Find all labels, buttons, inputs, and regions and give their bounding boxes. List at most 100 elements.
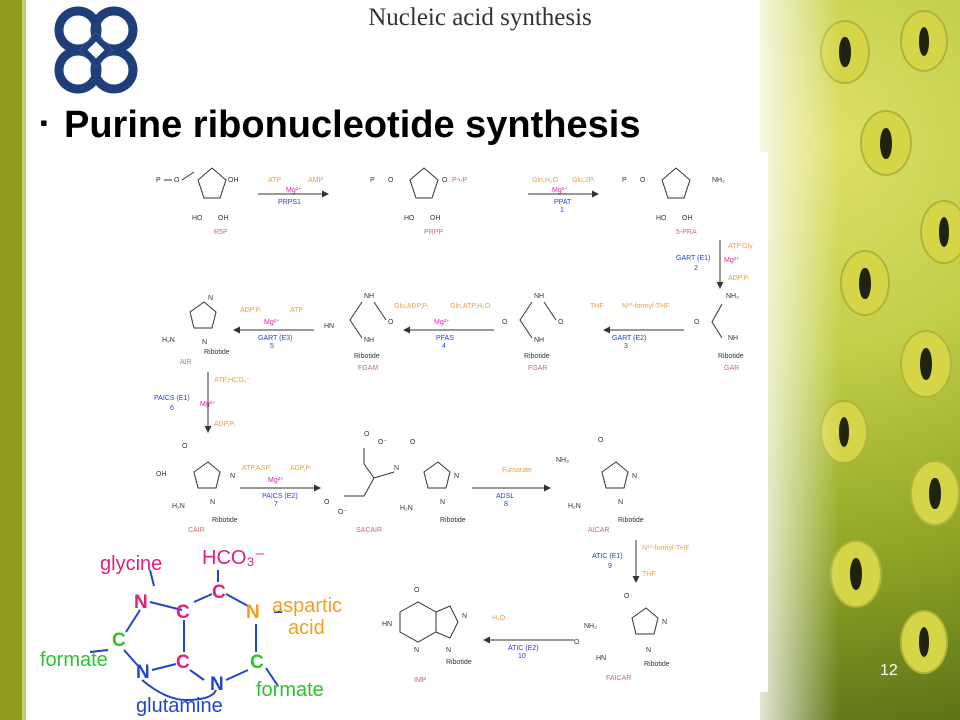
cofactor-label: ATP,HCO₃⁻ xyxy=(214,377,251,384)
slide-top-title: Nucleic acid synthesis xyxy=(368,4,592,31)
ho-label: HO xyxy=(192,215,203,222)
cofactor-label: Glu,ADP,Pᵢ xyxy=(394,303,428,310)
enzyme-label: PPAT xyxy=(554,199,572,206)
glutamine-label: glutamine xyxy=(136,695,223,717)
oh-label: OH xyxy=(228,177,239,184)
cair-structure: O OH N H₂N N Ribotide CAIR xyxy=(156,443,238,534)
purine-atom-origin-diagram: glycine HCO₃⁻ aspartic acid formate form… xyxy=(26,540,342,720)
oh-label: OH xyxy=(682,215,693,222)
h2n-label: H₂N xyxy=(162,337,175,344)
oxygen-label: O xyxy=(388,177,394,184)
aicar-structure: O NH₃ N H₂N N Ribotide AICAR xyxy=(556,437,644,534)
atom-c5: C xyxy=(176,602,190,623)
ribotide-label: Ribotide xyxy=(204,349,230,356)
compound-label: PRPP xyxy=(424,229,443,236)
left-accent-stripe xyxy=(22,0,26,720)
step-number: 3 xyxy=(624,343,628,350)
nitrogen-label: N xyxy=(618,499,623,506)
cofactor-label: ATP xyxy=(268,177,281,184)
ho-label: HO xyxy=(404,215,415,222)
left-accent-bar xyxy=(0,0,22,720)
compound-label: FGAR xyxy=(528,365,547,372)
o-minus-label: O⁻ xyxy=(378,439,387,446)
compound-label: GAR xyxy=(724,365,739,372)
step-number: 1 xyxy=(560,207,564,214)
mg-label: Mg²⁺ xyxy=(724,257,740,264)
nitrogen-label: N xyxy=(646,647,651,654)
compound-label: IMP xyxy=(414,677,427,684)
nh2-label: NH₂ xyxy=(726,293,739,300)
oxygen-label: O xyxy=(598,437,604,444)
ribotide-label: Ribotide xyxy=(440,517,466,524)
hn-label: HN xyxy=(324,323,334,330)
aspartic-label: aspartic xyxy=(272,595,342,617)
nh-label: NH xyxy=(534,337,544,344)
mg-label: Mg²⁺ xyxy=(286,187,302,194)
cofactor-label: THF xyxy=(642,571,656,578)
nitrogen-label: N xyxy=(454,473,459,480)
compound-label: R5P xyxy=(214,229,228,236)
cofactor-label: THF xyxy=(590,303,604,310)
oxygen-label: O xyxy=(694,319,700,326)
oxygen-label: O xyxy=(442,177,448,184)
ppat-reaction: Gln,H₂O Glu,2Pᵢ Mg²⁺ PPAT 1 xyxy=(528,177,599,214)
mg-label: Mg²⁺ xyxy=(552,187,568,194)
compound-label: SACAIR xyxy=(356,527,382,534)
stoma-decoration xyxy=(900,610,948,674)
paics-e1-reaction: ATP,HCO₃⁻ Mg²⁺ ADP,Pᵢ PAICS (E1) 6 xyxy=(154,372,251,433)
cofactor-label: N¹⁰-formyl-THF xyxy=(642,544,690,552)
cofactor-label: Glu,2Pᵢ xyxy=(572,177,595,184)
5-pra-structure: P O NH₂ HO OH 5-PRA xyxy=(622,167,725,236)
step-number: 4 xyxy=(442,343,446,350)
gar-structure: NH₂ O NH Ribotide GAR xyxy=(694,293,744,372)
compound-label: FGAM xyxy=(358,365,378,372)
formate-left-label: formate xyxy=(40,649,108,671)
step-number: 6 xyxy=(170,405,174,412)
nitrogen-label: N xyxy=(446,647,451,654)
nh2-label: NH₂ xyxy=(584,623,597,630)
mg-label: Mg²⁺ xyxy=(434,319,450,326)
step-number: 2 xyxy=(694,265,698,272)
atom-c2: C xyxy=(250,652,264,673)
fgam-structure: NH O HN NH Ribotide FGAM xyxy=(324,293,394,372)
cofactor-label: ATP,ASP xyxy=(242,465,270,472)
ribotide-label: Ribotide xyxy=(618,517,644,524)
cofactor-label: ADP,Pᵢ xyxy=(728,275,749,282)
step-number: 9 xyxy=(608,563,612,570)
enzyme-label: PRPS1 xyxy=(278,199,301,206)
o-minus-label: O⁻ xyxy=(338,509,347,516)
ribotide-label: Ribotide xyxy=(212,517,238,524)
atic-e2-reaction: H₂O ATIC (E2) 10 xyxy=(483,615,574,660)
step-number: 10 xyxy=(518,653,526,660)
cofactor-label: Gln,H₂O xyxy=(532,177,559,184)
enzyme-label: ADSL xyxy=(496,493,514,500)
oxygen-label: O xyxy=(414,587,420,594)
atic-e1-reaction: N¹⁰-formyl-THF THF ATIC (E1) 9 xyxy=(592,540,690,583)
nh3-label: NH₃ xyxy=(556,457,569,464)
compound-label: AICAR xyxy=(588,527,609,534)
enzyme-label: ATIC (E2) xyxy=(508,645,539,652)
nitrogen-label: N xyxy=(632,473,637,480)
step-number: 5 xyxy=(270,343,274,350)
cofactor-label: N¹⁰-formyl-THF xyxy=(622,302,670,310)
paics-e2-reaction: ATP,ASP ADP,Pᵢ Mg²⁺ PAICS (E2) 7 xyxy=(240,465,321,508)
phosphate-label: P xyxy=(156,177,161,184)
compound-label: 5-PRA xyxy=(676,229,697,236)
nitrogen-label: N xyxy=(440,499,445,506)
phosphate-label: P xyxy=(370,177,375,184)
air-structure: N H₂N N Ribotide AIR xyxy=(162,295,230,366)
enzyme-label: ATIC (E1) xyxy=(592,553,623,560)
nitrogen-label: N xyxy=(202,339,207,346)
formate-right-label: formate xyxy=(256,679,324,701)
nh-label: NH xyxy=(728,335,738,342)
oxygen-label: O xyxy=(558,319,564,326)
oxygen-label: O xyxy=(388,319,394,326)
gart-e2-reaction: N¹⁰-formyl-THF THF GART (E2) 3 xyxy=(590,302,684,350)
sacair-structure: O O⁻ O O⁻ N O N H₂N N Ribotide SACAIR xyxy=(324,431,466,534)
oxygen-label: O xyxy=(174,177,180,184)
nh2-label: NH₂ xyxy=(712,177,725,184)
oxygen-label: O xyxy=(410,439,416,446)
enzyme-label: GART (E2) xyxy=(612,335,646,342)
oxygen-label: O xyxy=(574,639,580,646)
cofactor-label: ADP,Pᵢ xyxy=(214,421,235,428)
